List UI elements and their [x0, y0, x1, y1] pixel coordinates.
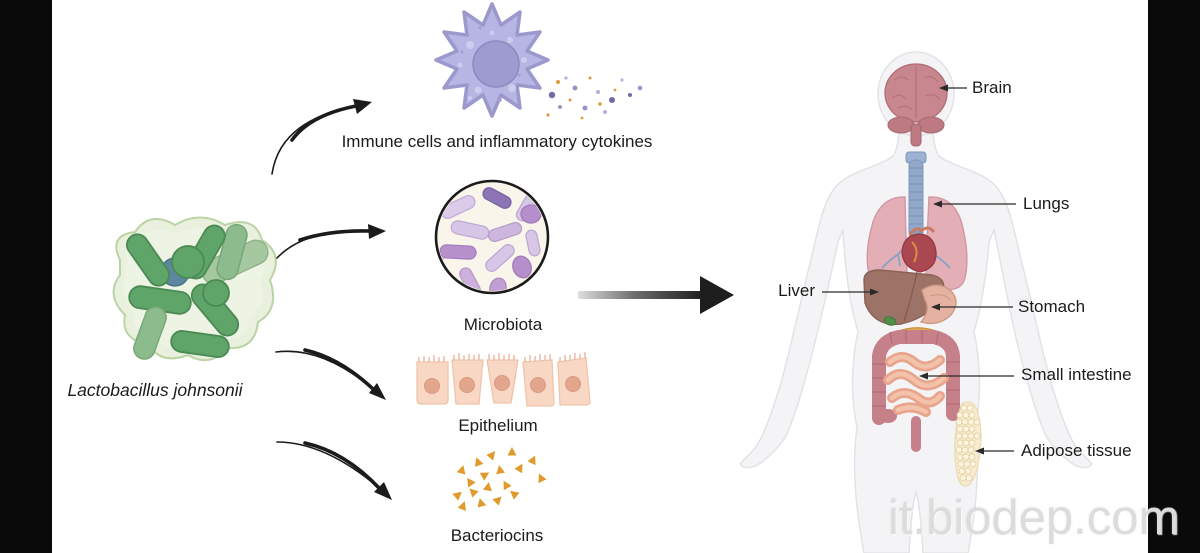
right-letterbox-bar [1148, 0, 1200, 553]
lactobacillus-illustration [112, 216, 277, 362]
arrow-to-immune [271, 99, 372, 175]
immune-cell-illustration [434, 2, 550, 118]
arrow-to-bacteriocins [276, 441, 392, 500]
human-body-illustration [739, 51, 1093, 553]
label-stomach: Stomach [1018, 297, 1086, 316]
microbiota-illustration [434, 179, 550, 295]
bacteriocins-illustration [452, 447, 547, 511]
arrow-to-epithelium [275, 348, 386, 400]
label-brain: Brain [972, 78, 1012, 97]
label-small-intestine: Small intestine [1021, 365, 1132, 384]
label-lungs: Lungs [1023, 194, 1070, 213]
main-arrow [578, 276, 734, 314]
trachea-organ [905, 151, 927, 239]
intestines-organ [872, 330, 960, 452]
heart-organ [901, 226, 937, 273]
left-letterbox-bar [0, 0, 52, 553]
brain-organ [884, 63, 948, 147]
label-epithelium: Epithelium [458, 416, 538, 435]
watermark-text: it.biodep.com [888, 491, 1180, 545]
label-bacteriocins: Bacteriocins [450, 526, 544, 545]
label-liver: Liver [778, 281, 815, 300]
label-immune-cells: Immune cells and inflammatory cytokines [341, 132, 653, 151]
lungs-organ [866, 196, 968, 291]
label-adipose-tissue: Adipose tissue [1021, 441, 1132, 460]
adipose-organ [954, 401, 982, 487]
arrow-to-microbiota [276, 224, 386, 259]
leader-lines [822, 84, 1016, 455]
label-microbiota: Microbiota [463, 315, 543, 334]
epithelium-illustration [416, 352, 591, 407]
label-lactobacillus-johnsonii: Lactobacillus johnsonii [67, 380, 243, 400]
cytokine-dots [546, 76, 643, 120]
